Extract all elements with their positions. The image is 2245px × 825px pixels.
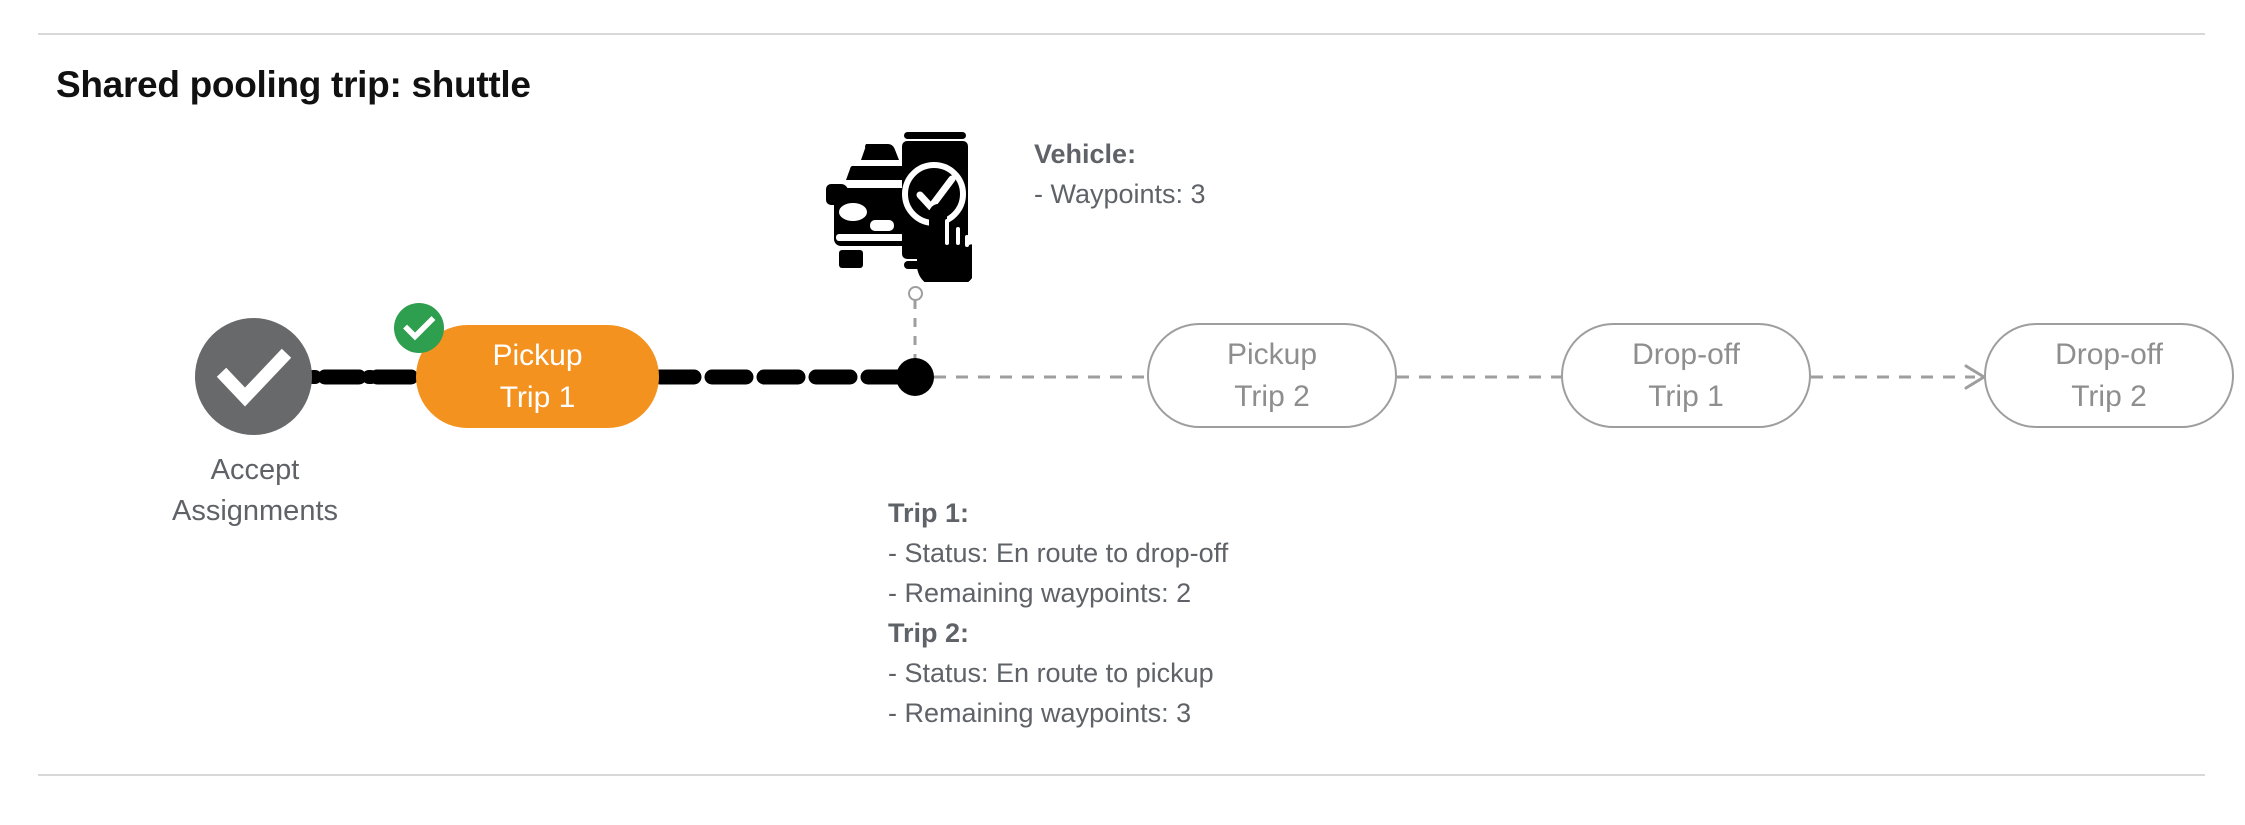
trip2-remaining-waypoints: - Remaining waypoints: 3: [888, 698, 1192, 728]
vehicle-app-check-icon: [826, 132, 972, 282]
path-arrowhead-icon: [1964, 364, 1986, 390]
accept-label-line1: Accept: [210, 454, 300, 486]
dropoff-trip2-line1: Drop-off: [2055, 337, 2163, 371]
dropoff-trip2-line2: Trip 2: [2071, 379, 2147, 413]
trip-info-block: Trip 1: - Status: En route to drop-off -…: [888, 493, 1228, 733]
divider-top: [38, 33, 2205, 35]
accept-assignments-circle: [195, 318, 312, 435]
check-circle-icon: [216, 348, 292, 407]
vehicle-info-waypoints: - Waypoints: 3: [1034, 179, 1206, 209]
divider-bottom: [38, 774, 2205, 776]
node-accept-assignments[interactable]: Accept Assignments: [172, 318, 338, 527]
vehicle-info-heading: Vehicle:: [1034, 139, 1137, 169]
trip1-status: - Status: En route to drop-off: [888, 538, 1229, 568]
vehicle-position-dot: [896, 358, 934, 396]
pickup-trip2-line1: Pickup: [1226, 337, 1318, 371]
accept-label-line2: Assignments: [171, 495, 338, 527]
vehicle-position-marker-icon: [908, 286, 923, 301]
accept-assignments-label: Accept Assignments: [135, 450, 375, 532]
node-pickup-trip1[interactable]: Pickup Trip 1: [394, 303, 659, 428]
node-dropoff-trip2[interactable]: Drop-off Trip 2: [1984, 323, 2234, 428]
pickup-trip1-line2: Trip 1: [499, 380, 576, 414]
dropoff-trip1-line2: Trip 1: [1648, 379, 1724, 413]
vehicle-info-block: Vehicle: - Waypoints: 3: [1034, 134, 1206, 214]
trip2-heading: Trip 2:: [888, 618, 970, 648]
node-dropoff-trip1[interactable]: Drop-off Trip 1: [1561, 323, 1811, 428]
check-badge-icon: [394, 303, 444, 353]
node-pickup-trip2[interactable]: Pickup Trip 2: [1147, 323, 1397, 428]
page-title: Shared pooling trip: shuttle: [56, 64, 531, 105]
trip1-remaining-waypoints: - Remaining waypoints: 2: [888, 578, 1192, 608]
pickup-trip2-line2: Trip 2: [1234, 379, 1310, 413]
dropoff-trip1-line1: Drop-off: [1632, 337, 1740, 371]
trip2-status: - Status: En route to pickup: [888, 658, 1214, 688]
pickup-trip1-pill[interactable]: Pickup Trip 1: [416, 325, 659, 428]
trip1-heading: Trip 1:: [888, 498, 970, 528]
pickup-trip1-line1: Pickup: [492, 338, 583, 372]
